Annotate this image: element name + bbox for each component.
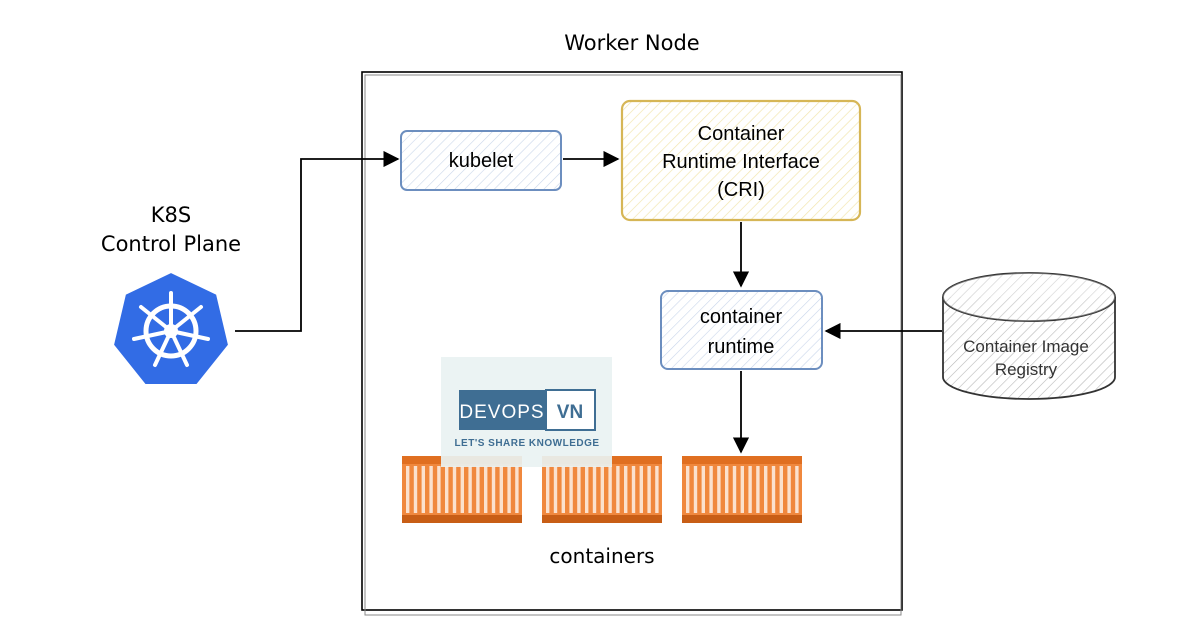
containers-label: containers [549,544,654,568]
control-plane-label-line2: Control Plane [101,232,241,256]
watermark-brand-right: VN [557,402,583,423]
registry-label-line2: Registry [995,360,1058,379]
kubelet-box: kubelet [400,130,562,191]
worker-node-title: Worker Node [564,31,699,55]
watermark-brand-left: DEVOPS [459,402,544,423]
container-runtime-label-line1: container [700,306,783,328]
devops-vn-watermark: DEVOPS VN LET'S SHARE KNOWLEDGE [441,357,612,467]
kubernetes-helm-icon [112,271,230,386]
cri-box: Container Runtime Interface (CRI) [620,99,862,222]
registry-label-line1: Container Image [963,337,1089,356]
kubelet-label: kubelet [449,150,514,172]
cri-label-line3: (CRI) [717,179,765,201]
container-runtime-label-line2: runtime [708,336,775,358]
control-plane-label-line1: K8S [151,203,191,227]
worker-node-box [361,71,903,616]
watermark-tagline: LET'S SHARE KNOWLEDGE [454,438,599,449]
cri-label-line1: Container [698,123,785,145]
cri-label-line2: Runtime Interface [662,151,820,173]
container-ribs [406,466,799,513]
arrow-control-plane-to-kubelet [235,150,400,332]
database-cylinder-icon: Container Image Registry [942,272,1116,400]
container-runtime-box: container runtime [660,290,823,370]
